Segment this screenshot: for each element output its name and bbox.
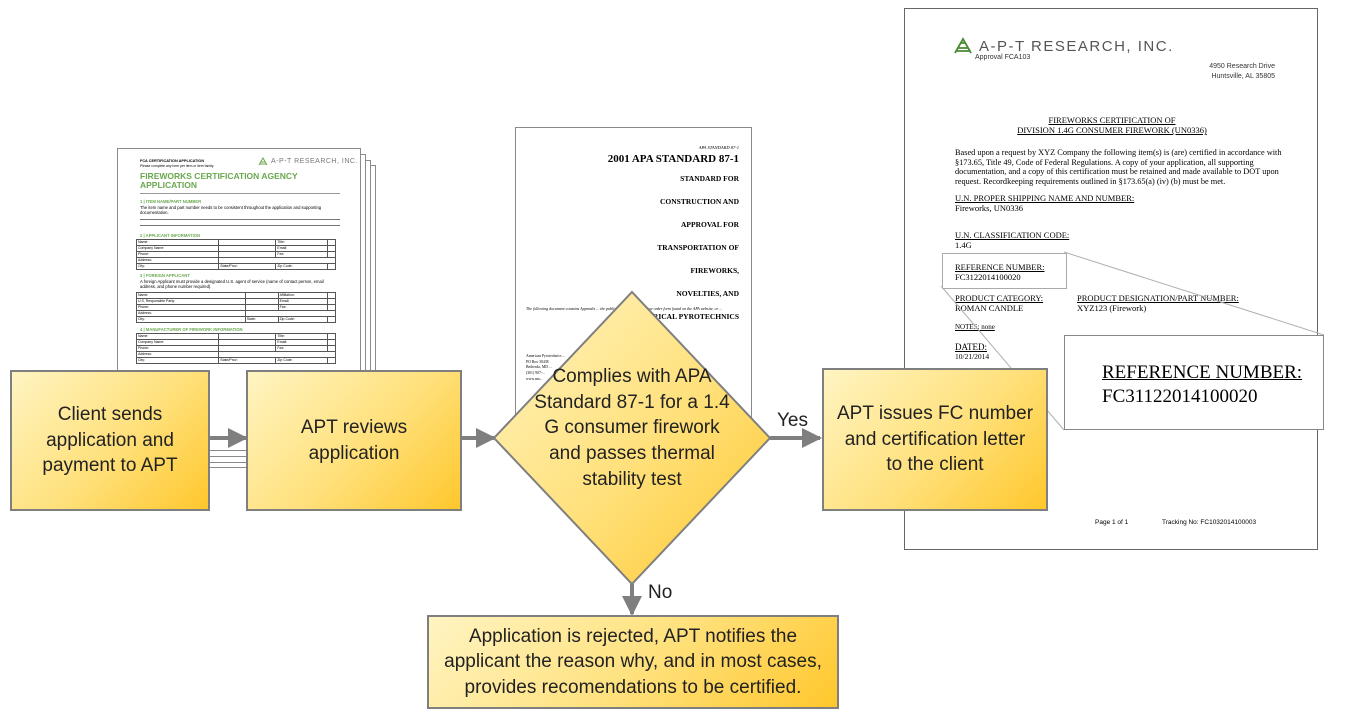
letter-tracking: Tracking No: FC1032014100003 xyxy=(1162,519,1257,526)
letter-ref-label: REFERENCE NUMBER: xyxy=(955,262,1045,272)
form-logo-text: A-P-T RESEARCH, INC. xyxy=(271,158,358,165)
apa-address-line: (301) 907-... xyxy=(526,371,545,376)
apa-doc-header: APA STANDARD 87-1 xyxy=(698,145,739,150)
letter-class-value: 1.4G xyxy=(955,240,972,250)
letter-logo: A-P-T RESEARCH, INC. xyxy=(953,37,1174,55)
form-section1-line xyxy=(140,225,340,226)
form-header-small: FCA CERTIFICATION APPLICATION xyxy=(140,159,205,163)
yes-label: Yes xyxy=(777,410,808,431)
form-logo: A-P-T RESEARCH, INC. xyxy=(258,157,358,166)
letter-class-label: U.N. CLASSIFICATION CODE: xyxy=(955,230,1070,240)
apa-doc-line: FIREWORKS, xyxy=(690,266,739,275)
letter-address-1: 4950 Research Drive xyxy=(1209,63,1275,70)
letter-ref-highlight xyxy=(942,253,1067,289)
form-cell: State/Prov: xyxy=(218,357,277,364)
callout-leader-line xyxy=(1063,251,1325,336)
form-section2-title: 2 | APPLICANT INFORMATION xyxy=(140,233,201,238)
step-client-sends-application: Client sends application and payment to … xyxy=(10,370,210,511)
form-section1-text: The item name and part number needs to b… xyxy=(140,205,322,216)
no-label: No xyxy=(648,582,673,603)
step-apt-issues-fc-number-text: APT issues FC number and certification l… xyxy=(836,403,1034,476)
letter-logo-text: A-P-T RESEARCH, INC. xyxy=(979,37,1174,55)
step-apt-reviews-application: APT reviews application xyxy=(246,370,462,511)
form-section3-text: A foreign Applicant must provide a desig… xyxy=(140,279,324,290)
form-cell: City: xyxy=(136,316,246,323)
form-cell: City: xyxy=(135,357,220,364)
step-apt-issues-fc-number: APT issues FC number and certification l… xyxy=(822,368,1048,511)
letter-designation-value: XYZ123 (Firework) xyxy=(1077,303,1147,313)
letter-shipping-label: U.N. PROPER SHIPPING NAME AND NUMBER: xyxy=(955,193,1135,203)
letter-ref-value: FC3122014100020 xyxy=(955,272,1021,282)
letter-dated-value: 10/21/2014 xyxy=(955,352,990,361)
apa-address-line: American Pyrotechnics ... xyxy=(526,354,566,358)
letter-dated-label: DATED: xyxy=(955,342,987,352)
form-header-sub: Please complete any form per item or ite… xyxy=(140,164,215,168)
reference-number-callout: REFERENCE NUMBER: FC31122014100020 xyxy=(1064,335,1324,430)
letter-title-1: FIREWORKS CERTIFICATION OF xyxy=(1048,115,1176,125)
apa-address-line: Bethesda, MD ... xyxy=(526,365,552,370)
form-cell: City: xyxy=(135,263,220,270)
apa-doc-line: STANDARD FOR xyxy=(680,174,739,183)
apa-doc-line: TRANSPORTATION OF xyxy=(657,243,739,252)
callout-label: REFERENCE NUMBER: xyxy=(1102,362,1303,383)
apa-address-line: PO Box 30438 xyxy=(526,359,549,364)
letter-designation-label: PRODUCT DESIGNATION/PART NUMBER: xyxy=(1077,293,1239,303)
step-application-rejected-text: Application is rejected, APT notifies th… xyxy=(444,625,822,698)
apa-doc-line: CONSTRUCTION AND xyxy=(660,197,739,206)
form-section1-line xyxy=(140,219,340,220)
apa-doc-line: APPROVAL FOR xyxy=(681,220,739,229)
form-section3-table: Name:Affiliation: U.S. Responsible Party… xyxy=(136,292,337,323)
decision-text-label: Complies with APA Standard 87-1 for a 1.… xyxy=(534,366,730,490)
step-apt-reviews-application-text: APT reviews application xyxy=(300,416,408,464)
apt-logo-icon xyxy=(258,157,268,166)
letter-category-value: ROMAN CANDLE xyxy=(955,303,1024,313)
form-section4-table: Name:Title: Company Name:Email: Phone:Fa… xyxy=(135,333,337,364)
form-cell: State/Prov: xyxy=(218,263,277,270)
apa-doc-title: 2001 APA STANDARD 87-1 xyxy=(607,153,739,165)
decision-text: Complies with APA Standard 87-1 for a 1.… xyxy=(514,364,750,492)
apa-address-line: www.am... xyxy=(526,376,543,381)
apa-doc-address: American Pyrotechnics ... PO Box 30438 B… xyxy=(526,354,565,382)
apa-doc-line: THEATRICAL PYROTECHNICS xyxy=(627,312,739,321)
form-section1-title: 1 | ITEM NAME/PART NUMBER xyxy=(140,199,202,204)
letter-notes: NOTES: none xyxy=(955,323,995,331)
form-section2-table: Name:Title: Company Name:Email: Phone:Fa… xyxy=(135,239,337,270)
form-section3-title: 3 | FOREIGN APPLICANT xyxy=(140,273,190,278)
letter-body: Based upon a request by XYZ Company the … xyxy=(955,148,1282,186)
apa-doc-line: NOVELTIES, AND xyxy=(676,289,739,298)
decision-diamond xyxy=(492,290,772,586)
letter-category-label: PRODUCT CATEGORY: xyxy=(955,293,1044,303)
letter-title-2: DIVISION 1.4G CONSUMER FIREWORK (UN0336) xyxy=(1017,125,1207,135)
apt-logo-icon xyxy=(954,37,972,54)
step-client-sends-application-text: Client sends application and payment to … xyxy=(42,404,178,477)
callout-value: FC31122014100020 xyxy=(1102,386,1258,407)
form-title-rule xyxy=(140,193,340,194)
letter-address-2: Huntsville, AL 35805 xyxy=(1211,73,1275,80)
step-application-rejected: Application is rejected, APT notifies th… xyxy=(427,615,839,709)
letter-approval: Approval FCA103 xyxy=(975,54,1031,61)
form-section4-title: 4 | MANUFACTURER OF FIREWORK INFORMATION xyxy=(140,327,243,332)
letter-page-number: Page 1 of 1 xyxy=(1095,519,1129,526)
letter-shipping-value: Fireworks, UN0336 xyxy=(955,203,1023,213)
form-title: FIREWORKS CERTIFICATION AGENCY APPLICATI… xyxy=(140,171,298,190)
